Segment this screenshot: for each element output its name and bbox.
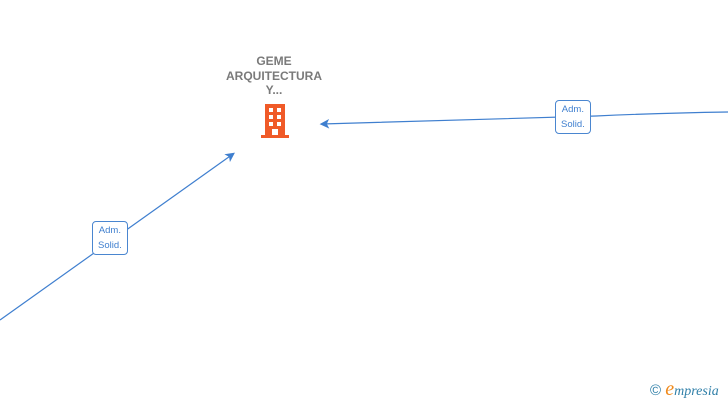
empresia-logo: © empresia [650,378,719,400]
building-icon[interactable] [259,104,291,143]
company-name[interactable]: GEME ARQUITECTURA Y... [226,54,322,97]
edge-right [319,111,728,129]
relation-badge[interactable]: Adm. Solid. [555,100,591,134]
copyright-icon: © [650,382,662,399]
relation-badge[interactable]: Adm. Solid. [92,221,128,255]
